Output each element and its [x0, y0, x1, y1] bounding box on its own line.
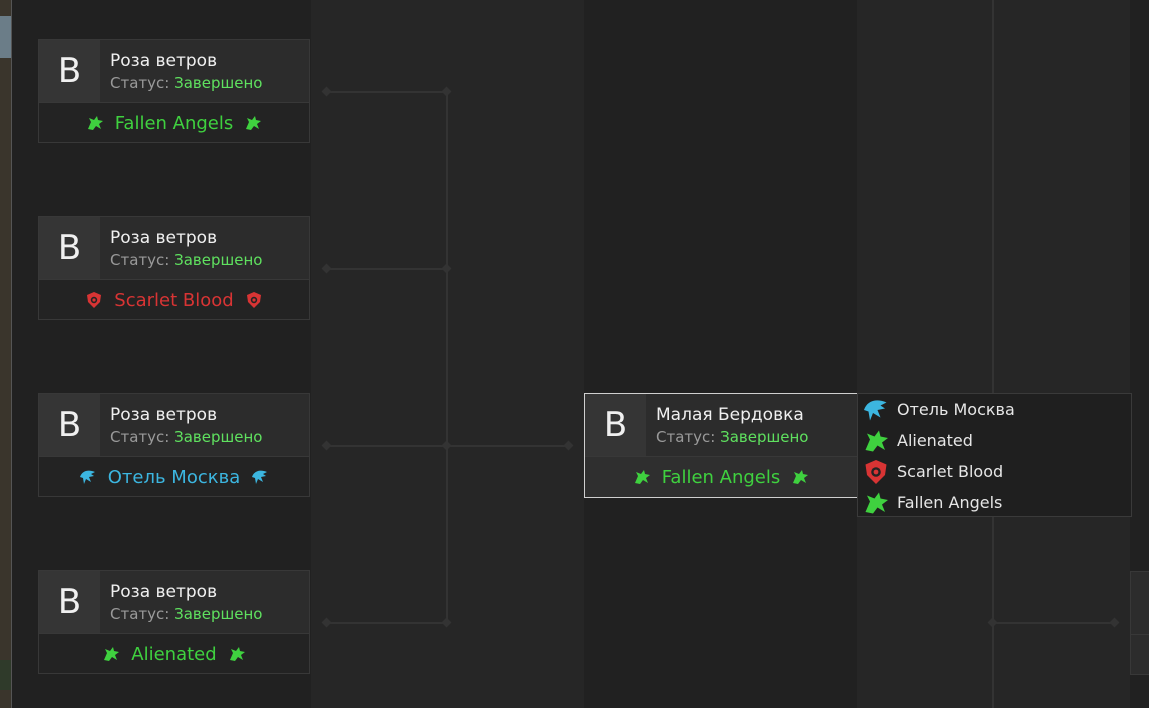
- status-label: Статус:: [110, 251, 170, 269]
- eagle-icon: [861, 395, 891, 425]
- match-status: Статус: Завершено: [656, 428, 808, 446]
- dragon-icon: [101, 644, 121, 664]
- winner-name: Alienated: [131, 643, 217, 665]
- match-status: Статус: Завершено: [110, 251, 262, 269]
- match-location: Роза ветров: [110, 582, 218, 602]
- participant-name: Alienated: [897, 431, 973, 450]
- participant-name: Отель Москва: [897, 400, 1015, 419]
- match-winner: Fallen Angels: [39, 103, 309, 143]
- connector-line: [446, 91, 448, 622]
- participant-name: Fallen Angels: [897, 493, 1003, 512]
- participant-row: Scarlet Blood: [861, 456, 1003, 487]
- dragon-icon: [85, 113, 105, 133]
- match-card[interactable]: B Роза ветров Статус: Завершено Fallen A…: [38, 39, 310, 143]
- participant-name: Scarlet Blood: [897, 462, 1004, 481]
- match-winner: Fallen Angels: [585, 457, 857, 497]
- thumbnail-image: [0, 660, 12, 690]
- match-card-partial[interactable]: [1130, 571, 1149, 675]
- status-label: Статус:: [110, 74, 170, 92]
- status-value: Завершено: [174, 74, 263, 92]
- connector-line: [992, 622, 1114, 624]
- match-winner: Отель Москва: [39, 457, 309, 497]
- divider: [39, 102, 309, 103]
- shield-icon: [84, 290, 104, 310]
- divider: [1131, 634, 1149, 635]
- match-winner: Scarlet Blood: [39, 280, 309, 320]
- match-letter: B: [39, 217, 100, 279]
- match-location: Малая Бердовка: [656, 405, 804, 425]
- match-location: Роза ветров: [110, 405, 218, 425]
- dragon-icon: [227, 644, 247, 664]
- match-letter: B: [39, 394, 100, 456]
- connector-line: [326, 622, 447, 624]
- participant-row: Fallen Angels: [861, 487, 1002, 518]
- status-label: Статус:: [110, 428, 170, 446]
- status-value: Завершено: [720, 428, 809, 446]
- left-edge-panel: [0, 0, 12, 708]
- connector-line: [326, 91, 447, 93]
- divider: [585, 456, 857, 457]
- dragon-icon: [861, 488, 891, 518]
- divider: [39, 456, 309, 457]
- match-letter: B: [39, 40, 100, 102]
- dragon-icon: [243, 113, 263, 133]
- dragon-icon: [790, 467, 810, 487]
- status-value: Завершено: [174, 251, 263, 269]
- divider: [11, 0, 12, 708]
- match-card[interactable]: B Роза ветров Статус: Завершено Scarlet …: [38, 216, 310, 320]
- shield-icon: [861, 457, 891, 487]
- match-location: Роза ветров: [110, 51, 218, 71]
- winner-name: Scarlet Blood: [114, 289, 234, 311]
- status-label: Статус:: [110, 605, 170, 623]
- participant-row: Alienated: [861, 425, 973, 456]
- dragon-icon: [632, 467, 652, 487]
- dragon-icon: [861, 426, 891, 456]
- connector-line: [326, 268, 447, 270]
- winner-name: Fallen Angels: [114, 112, 234, 134]
- match-status: Статус: Завершено: [110, 74, 262, 92]
- participants-popup: Отель Москва Alienated Scarlet Blood Fal…: [857, 393, 1132, 517]
- status-value: Завершено: [174, 428, 263, 446]
- thumbnail-image: [0, 16, 12, 58]
- divider: [39, 279, 309, 280]
- winner-name: Fallen Angels: [661, 466, 781, 488]
- match-card[interactable]: B Роза ветров Статус: Завершено Alienate…: [38, 570, 310, 674]
- eagle-icon: [250, 467, 270, 487]
- shield-icon: [244, 290, 264, 310]
- divider: [39, 633, 309, 634]
- winner-name: Отель Москва: [107, 466, 241, 488]
- match-card-active[interactable]: B Малая Бердовка Статус: Завершено Falle…: [584, 393, 858, 498]
- eagle-icon: [78, 467, 98, 487]
- match-status: Статус: Завершено: [110, 605, 262, 623]
- match-winner: Alienated: [39, 634, 309, 674]
- match-location: Роза ветров: [110, 228, 218, 248]
- match-status: Статус: Завершено: [110, 428, 262, 446]
- match-letter: B: [585, 394, 646, 456]
- match-card[interactable]: B Роза ветров Статус: Завершено Отель Мо…: [38, 393, 310, 497]
- match-letter: B: [39, 571, 100, 633]
- participant-row: Отель Москва: [861, 394, 1015, 425]
- connector-line: [992, 0, 994, 708]
- status-value: Завершено: [174, 605, 263, 623]
- status-label: Статус:: [656, 428, 716, 446]
